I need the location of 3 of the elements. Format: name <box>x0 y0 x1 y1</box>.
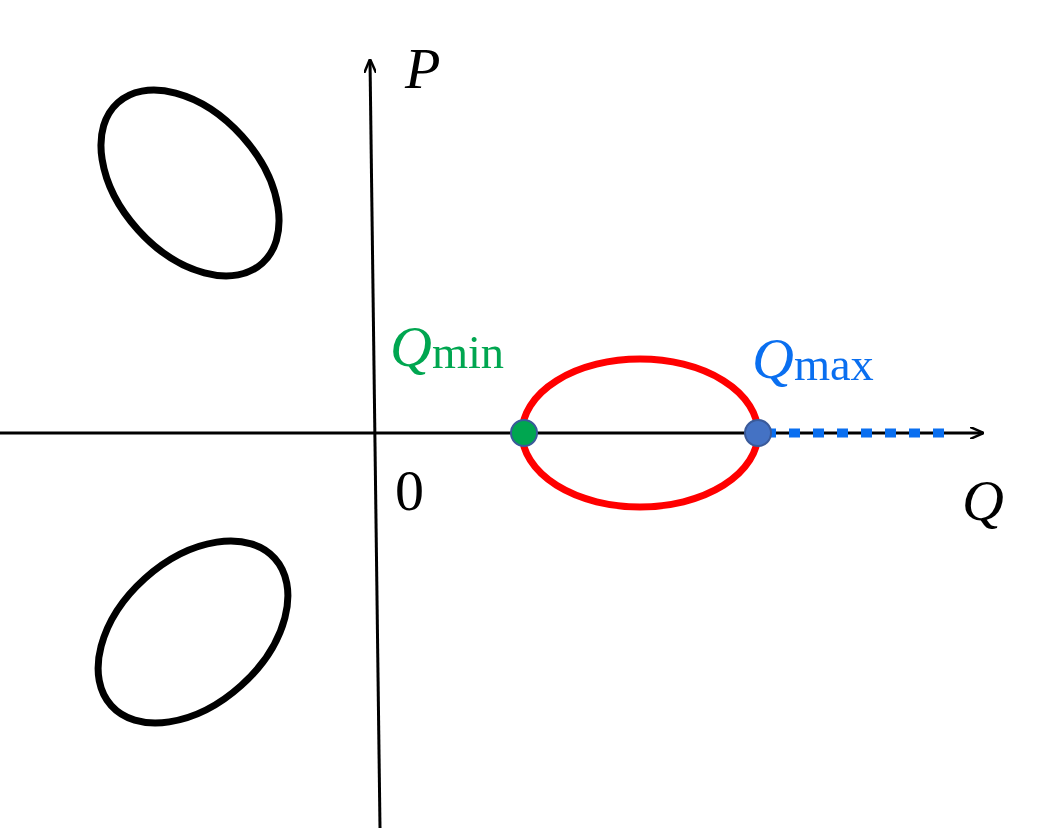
axis-label: Q <box>962 472 1004 530</box>
origin-label: 0 <box>395 462 424 520</box>
axis-label: P <box>405 40 441 98</box>
